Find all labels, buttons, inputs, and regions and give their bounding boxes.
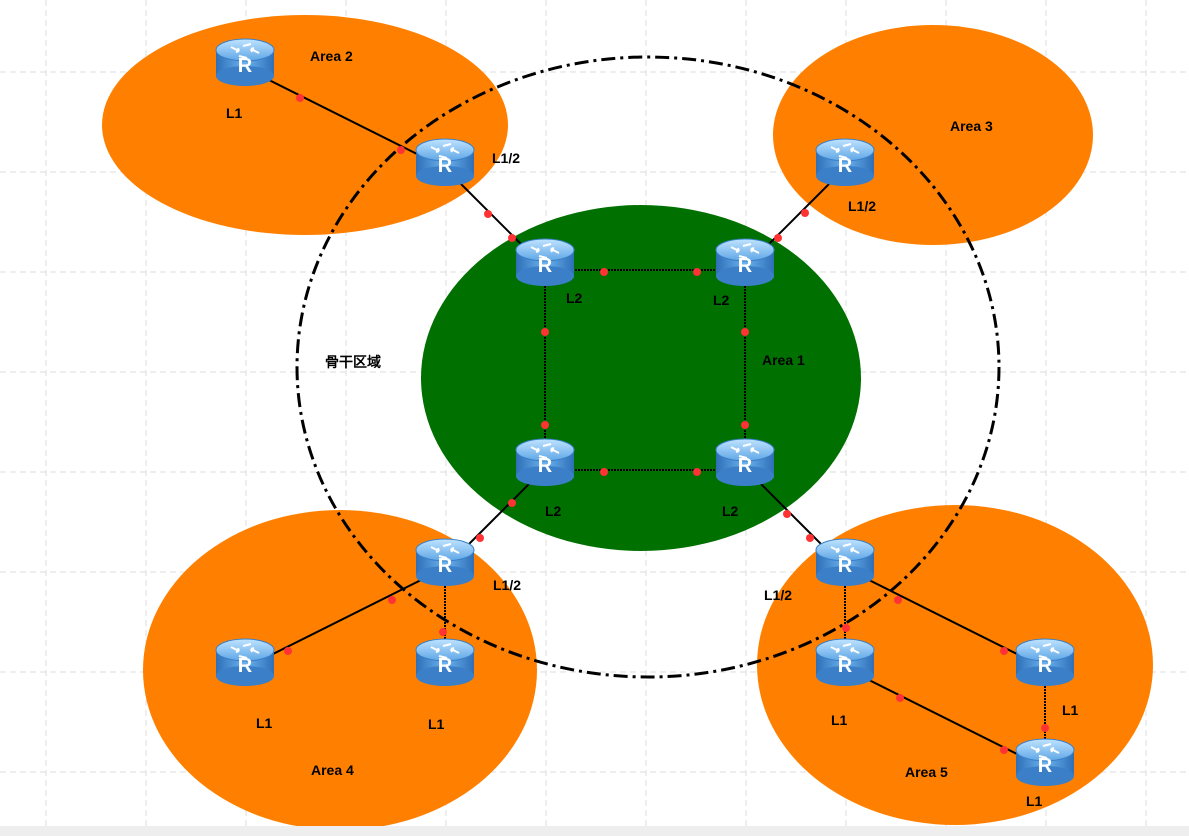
area-3-label: Area 3 (950, 118, 993, 134)
router-label-a1-tr: L2 (713, 292, 730, 308)
bottom-scroll-strip (0, 826, 1189, 836)
link-a4-l12-to-a4-l1-left (244, 567, 446, 669)
area-2-region (102, 15, 508, 235)
router-icon-a5-l1-left (815, 638, 875, 687)
router-label-a5-l1-left: L1 (831, 712, 848, 728)
router-icon-a4-l1-left (215, 638, 275, 687)
link-a2-l1-to-a2-l12 (244, 67, 446, 169)
router-label-a5-l12: L1/2 (764, 587, 792, 603)
router-label-a2-l12: L1/2 (492, 150, 520, 166)
area-3-region (773, 25, 1093, 245)
router-label-a5-l1-right: L1 (1062, 702, 1079, 718)
area-4-label: Area 4 (311, 762, 354, 778)
area-1-region (421, 205, 861, 551)
backbone-label: 骨干区域 (325, 354, 381, 370)
area-1-label: Area 1 (762, 352, 805, 368)
router-label-a4-l12: L1/2 (493, 577, 521, 593)
router-label-a4-l1-right: L1 (428, 716, 445, 732)
link-endpoints (284, 94, 1049, 754)
router-icon-a1-bl (515, 438, 575, 487)
area-2-label: Area 2 (310, 48, 353, 64)
area-4-region (143, 510, 537, 830)
router-icon-a1-tl (515, 238, 575, 287)
router-icon-a2-l12 (415, 138, 475, 187)
router-label-a1-tl: L2 (566, 290, 583, 306)
router-icon-a2-l1 (215, 38, 275, 87)
router-label-a1-br: L2 (722, 503, 739, 519)
router-icon-a4-l1-right (415, 638, 475, 687)
router-icon-a4-l12 (415, 538, 475, 587)
router-label-a1-bl: L2 (545, 503, 562, 519)
router-icon-a5-l12 (815, 538, 875, 587)
router-icon-a5-l1-right (1015, 638, 1075, 687)
link-a5-l1-left-to-a5-l1-bottom (844, 667, 1046, 769)
link-a5-l12-to-a5-l1-right (844, 567, 1046, 669)
router-label-a5-l1-bottom: L1 (1026, 793, 1043, 809)
router-label-a3-l12: L1/2 (848, 198, 876, 214)
router-icon-a1-br (715, 438, 775, 487)
router-label-a4-l1-left: L1 (256, 715, 273, 731)
router-icon-a5-l1-bottom (1015, 738, 1075, 787)
router-icon-a3-l12 (815, 138, 875, 187)
links (244, 67, 1046, 769)
backbone-boundary (295, 55, 1001, 679)
router-icon-a1-tr (715, 238, 775, 287)
area-5-label: Area 5 (905, 764, 948, 780)
router-label-a2-l1: L1 (226, 105, 243, 121)
